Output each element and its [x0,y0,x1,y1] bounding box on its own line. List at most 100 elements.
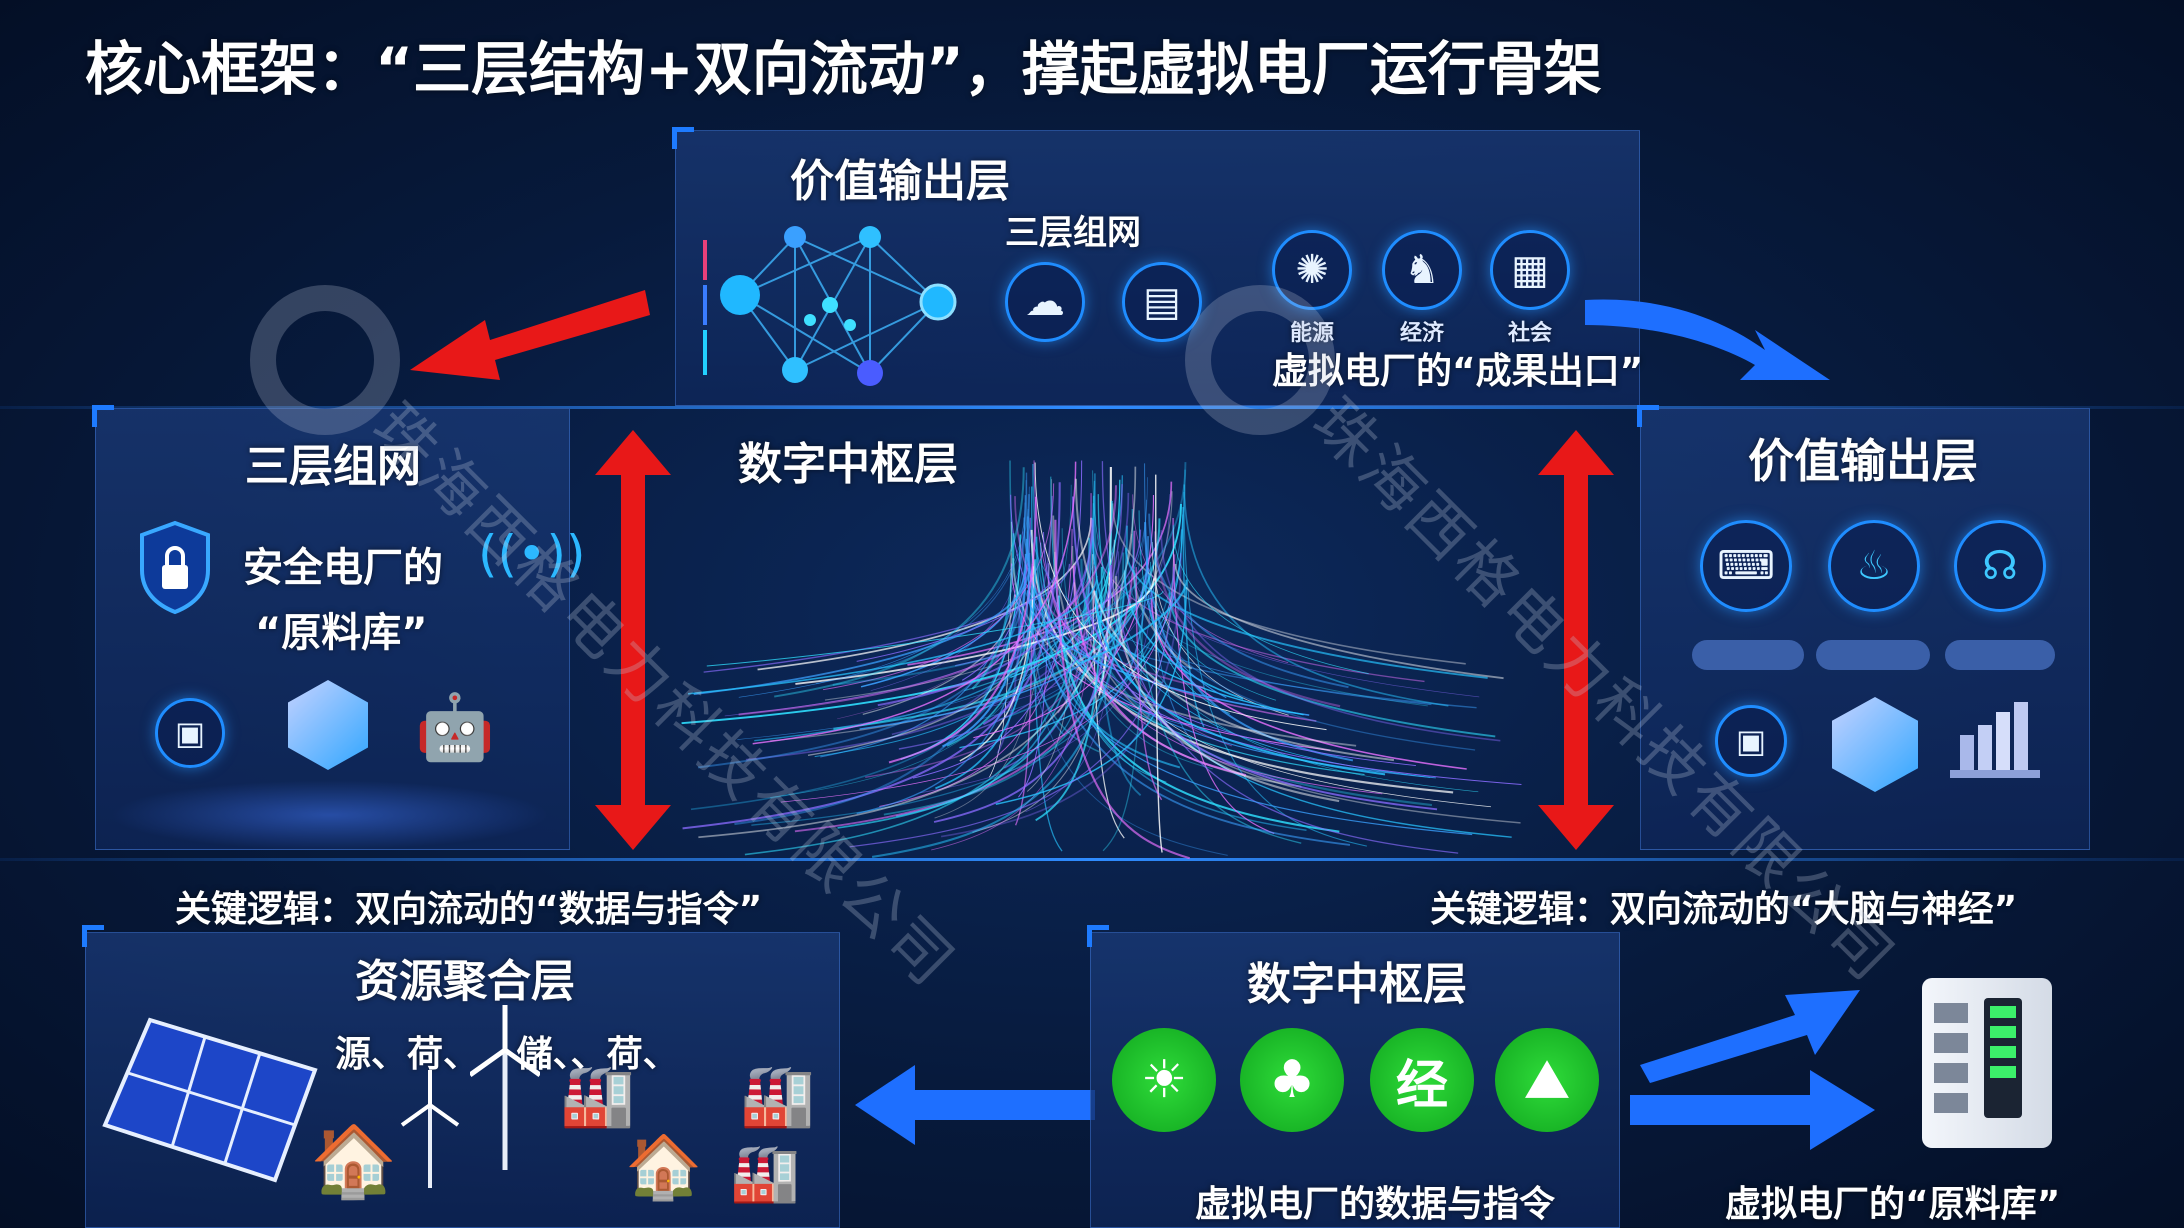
light-fiber [1057,595,1340,833]
sun-icon: ☀ [1112,1028,1216,1132]
light-fiber [682,599,1042,830]
shield-lock-icon [140,520,210,615]
corner-marker [1637,405,1659,427]
light-fiber [1030,529,1454,794]
factory-icon: 🏭 [560,1061,635,1131]
light-fiber [1135,567,1163,801]
growth-icon: ♣ [1240,1028,1344,1132]
hub-panel-heading: 数字中枢层 [1247,959,1467,1010]
light-fiber [1033,460,1383,795]
light-fiber [822,483,1055,691]
light-fiber [770,491,1173,742]
page-title: 核心框架：“三层结构+双向流动”，撑起虚拟电厂运行骨架 [85,35,1602,103]
light-fiber [870,531,1024,691]
top-panel-subheading: 三层组网 [1005,213,1141,253]
signal-bulb-icon: ☊ [1954,520,2046,612]
resource-panel-heading: 资源聚合层 [355,956,575,1007]
divider [0,406,2184,409]
storage-box-icon: ▣ [155,698,225,768]
light-fiber [1093,473,1142,797]
economy-glyph-icon: 经 [1370,1028,1474,1132]
light-fiber [681,504,1182,725]
light-fiber [1010,479,1121,678]
light-fiber [1092,554,1125,839]
economy-glyph: 经 [1395,1055,1448,1116]
economy-label: 经济 [1400,321,1445,346]
watermark-logo [1185,285,1335,435]
light-fiber [1027,509,1432,706]
light-fiber [1023,583,1477,709]
light-fiber [832,462,1187,686]
light-fiber [1132,570,1193,670]
wind-turbine-icon [470,1005,540,1170]
flame-icon: ♨ [1828,520,1920,612]
blue-arrow-up-right-icon [1640,990,1860,1083]
light-fiber [737,499,1147,740]
light-fiber [1027,575,1473,836]
light-fiber [1101,461,1459,854]
light-fiber [955,529,1142,667]
signal-bulb-icon: ((•)) [478,525,586,583]
storage-box-icon: ▣ [1715,705,1787,777]
tag-pill [1816,640,1930,670]
battery-storage-icon [1922,978,2052,1148]
light-fiber [1111,503,1466,665]
solar-panel-icon [102,1017,318,1183]
red-arrow-left-icon [410,290,650,380]
light-fiber [1160,530,1501,742]
light-fiber [1034,462,1327,731]
blue-arrow-right-icon [1630,1070,1875,1150]
light-fiber [698,466,1137,839]
light-fiber [959,529,1183,749]
light-fiber [940,553,1182,838]
light-fiber [706,590,1164,667]
light-fiber [1026,582,1075,792]
light-fiber [738,485,1117,716]
corner-marker [92,405,114,427]
light-fiber [1035,536,1181,769]
light-fiber [856,555,1064,662]
resource-items-text: 源、荷、 儲、、荷、 [335,1034,679,1075]
light-fiber [837,599,1014,720]
light-fiber [824,533,1133,701]
light-fiber [971,533,1015,690]
blue-arrow-right-icon [1585,299,1830,380]
light-fiber [856,552,1031,815]
light-fiber [860,561,1027,688]
cloud-icon: ☁ [1005,262,1085,342]
corner-marker [672,127,694,149]
logic-left-text: 关键逻辑：双向流动的“数据与指令” [175,889,763,930]
energy-icon: ✺ [1272,230,1352,310]
light-fiber [1183,484,1449,707]
light-fiber [837,500,1113,829]
light-fiber [1148,513,1349,689]
light-fiber [1061,528,1213,770]
light-fiber [982,482,1061,726]
light-fiber [1131,565,1480,698]
light-fiber [1182,506,1205,728]
light-fiber [1174,563,1504,680]
keyboard-icon: ⌨ [1700,520,1792,612]
light-fiber [1080,558,1433,807]
light-fiber [946,586,1033,747]
robot-icon: 🤖 [415,691,495,765]
tag-pill [1945,640,2055,670]
light-fiber [1043,531,1416,766]
light-fiber [931,565,1096,851]
red-double-arrow-right-icon [1538,430,1614,850]
light-fiber [780,554,1176,803]
light-fiber [898,484,1123,750]
corner-marker [82,925,104,947]
light-fiber [1145,580,1476,751]
society-label: 社会 [1508,321,1553,346]
light-fiber [1172,525,1369,675]
logic-right-text: 关键逻辑：双向流动的“大脑与神经” [1430,889,2018,930]
light-fiber [1150,561,1277,701]
light-fiber [815,486,1030,685]
platform-glow [110,780,550,850]
left-panel-caption-line1: 安全电厂的 [243,545,443,591]
light-fiber [1115,576,1340,803]
light-fiber [933,565,1113,823]
light-fiber [734,494,1031,826]
light-fiber [1026,597,1228,856]
